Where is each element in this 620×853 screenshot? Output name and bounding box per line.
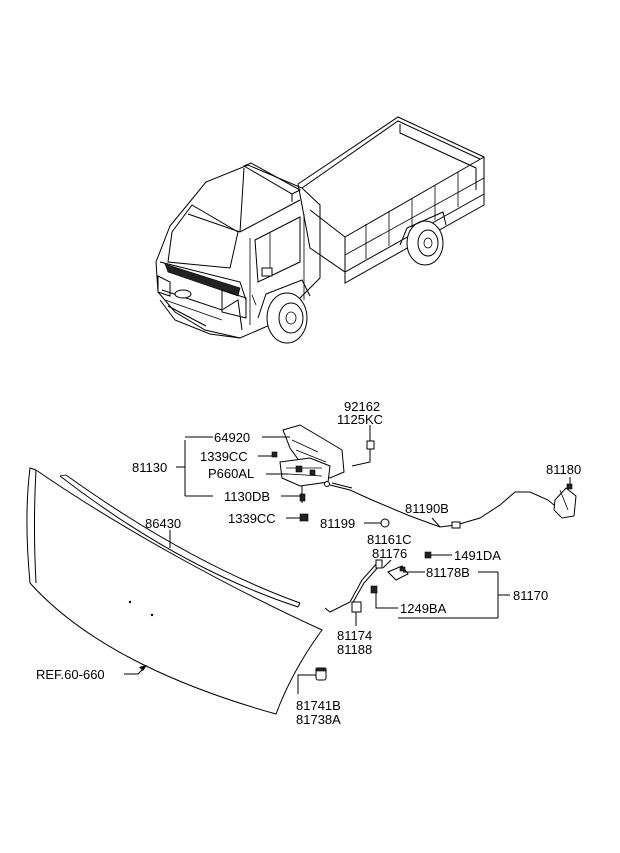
label-81176: 81176 bbox=[372, 546, 407, 561]
hood-panel-illustration bbox=[26, 467, 323, 715]
label-ref-60-660: REF.60-660 bbox=[36, 667, 105, 682]
label-81180: 81180 bbox=[546, 462, 581, 477]
label-81174: 81174 bbox=[337, 628, 372, 643]
truck-illustration bbox=[155, 116, 485, 344]
label-86430: 86430 bbox=[145, 516, 181, 531]
label-81199: 81199 bbox=[320, 516, 355, 531]
label-1125kc: 1125KC bbox=[337, 412, 383, 427]
label-81161c: 81161C bbox=[367, 532, 412, 547]
part-labels: 92162 1125KC 64920 81130 1339CC P660AL 1… bbox=[36, 399, 581, 727]
label-64920: 64920 bbox=[214, 430, 250, 445]
label-92162: 92162 bbox=[344, 399, 380, 414]
label-81188: 81188 bbox=[337, 642, 372, 657]
latch-parts-illustration bbox=[271, 424, 577, 681]
label-81178b: 81178B bbox=[426, 565, 470, 580]
label-1249ba: 1249BA bbox=[400, 601, 447, 616]
leader-lines bbox=[124, 425, 571, 694]
label-p660al: P660AL bbox=[208, 466, 254, 481]
label-81130: 81130 bbox=[132, 460, 167, 475]
label-81170: 81170 bbox=[513, 588, 548, 603]
label-81738a: 81738A bbox=[296, 712, 341, 727]
label-1339cc-upper: 1339CC bbox=[200, 449, 248, 464]
label-81741b: 81741B bbox=[296, 698, 341, 713]
label-1130db: 1130DB bbox=[224, 489, 270, 504]
label-81190b: 81190B bbox=[405, 501, 449, 516]
label-1491da: 1491DA bbox=[454, 548, 501, 563]
label-1339cc-lower: 1339CC bbox=[228, 511, 276, 526]
